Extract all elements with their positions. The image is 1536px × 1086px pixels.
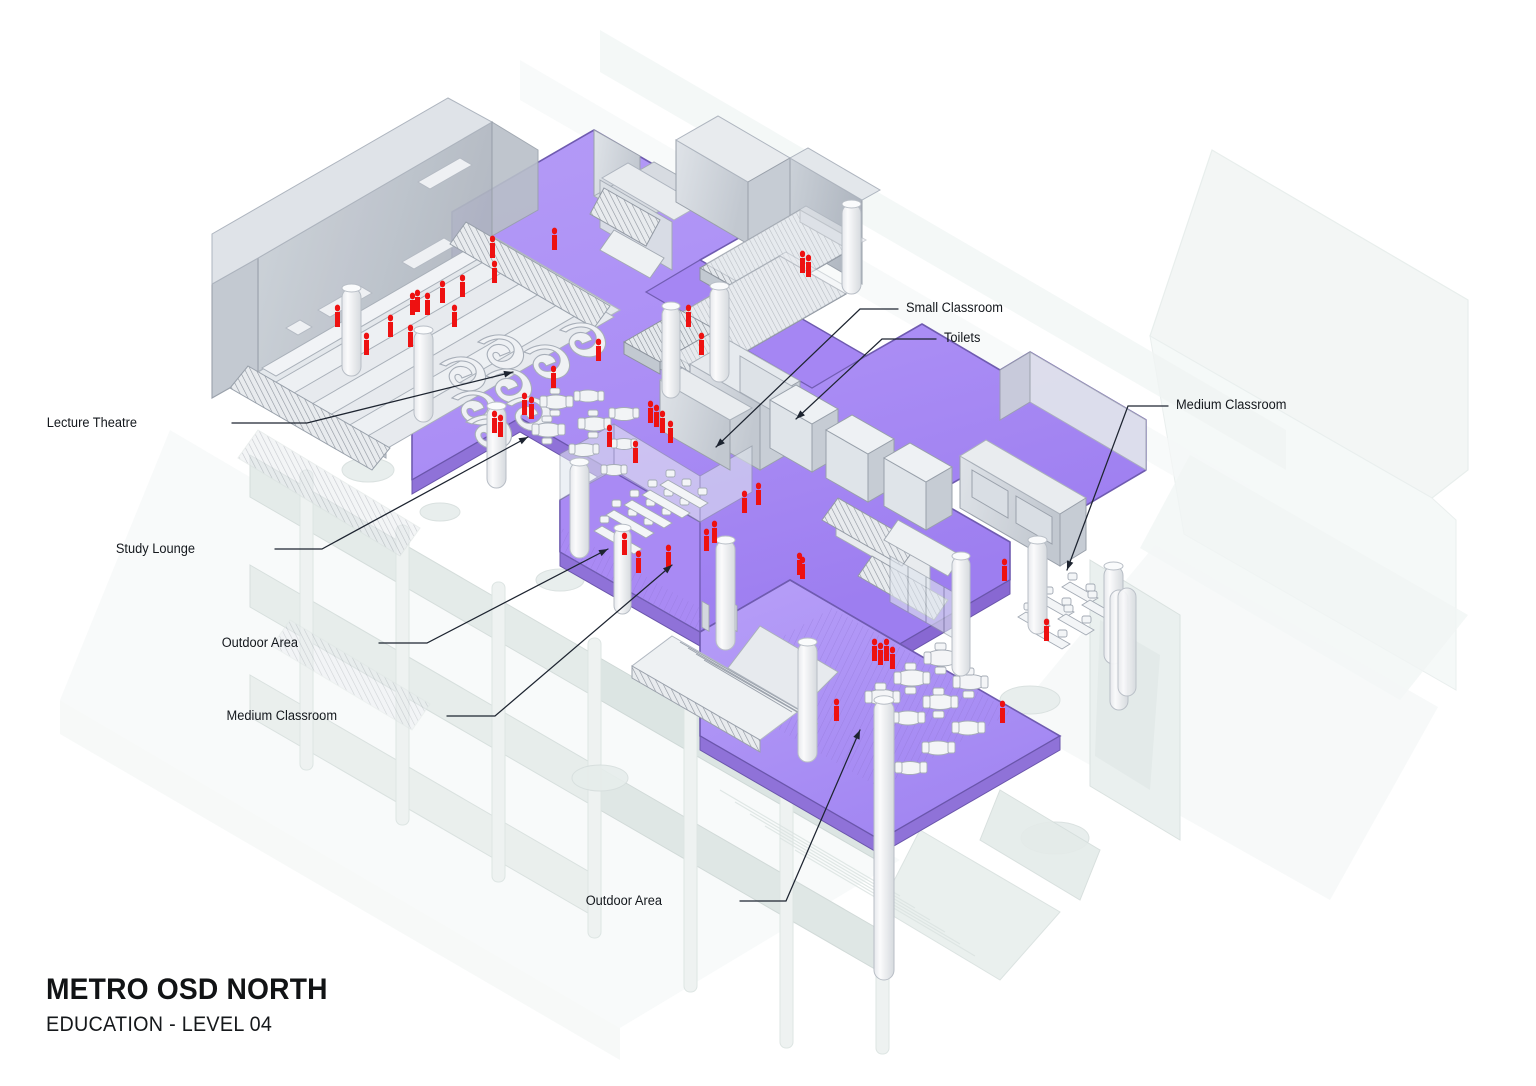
classroom-desk-rows-west: [593, 469, 709, 555]
annotation-label-small-classroom: Small Classroom: [906, 300, 1003, 315]
annotation-label-study-lounge: Study Lounge: [115, 541, 195, 556]
annotation-label-medium-classroom-right: Medium Classroom: [1176, 397, 1287, 412]
medium-classroom-right-walls: [889, 351, 1147, 643]
toilet-core: [768, 384, 954, 531]
annotation-leader-lines: [231, 308, 1169, 902]
leader-line-study-lounge: [274, 436, 529, 550]
leader-arrowhead-outdoor-area-bottom: [853, 730, 860, 740]
leader-arrowhead-small-classroom: [716, 438, 725, 447]
structural-columns: [341, 199, 1137, 981]
leader-arrowhead-medium-classroom-right: [1066, 560, 1074, 570]
leader-line-medium-classroom-right: [1066, 405, 1169, 571]
annotation-label-lecture-theatre: Lecture Theatre: [46, 415, 138, 430]
leader-line-outdoor-area-left: [378, 548, 609, 644]
annotation-label-toilets: Toilets: [944, 330, 981, 345]
project-title: METRO OSD NORTH: [46, 973, 328, 1006]
terrace-round-tables: [864, 642, 989, 775]
title-block: METRO OSD NORTH EDUCATION - LEVEL 04: [46, 973, 346, 1036]
occupancy-figures: [334, 227, 1050, 723]
annotation-label-outdoor-area-left: Outdoor Area: [221, 635, 298, 650]
leader-line-toilets: [795, 338, 937, 420]
leader-arrowhead-lecture-theatre: [503, 370, 513, 378]
leader-arrowhead-medium-classroom-left: [662, 565, 672, 574]
lounge-round-tables: [531, 387, 640, 476]
leader-arrowhead-outdoor-area-left: [598, 549, 608, 557]
sheet-subtitle: EDUCATION - LEVEL 04: [46, 1013, 273, 1036]
escalators: [622, 205, 868, 393]
leader-line-small-classroom: [715, 308, 899, 448]
leader-arrowhead-study-lounge: [518, 437, 528, 445]
annotation-label-outdoor-area-bottom: Outdoor Area: [585, 893, 662, 908]
leader-line-lecture-theatre: [231, 371, 514, 424]
leader-line-outdoor-area-bottom: [739, 729, 861, 902]
leader-arrowhead-toilets: [796, 410, 805, 419]
annotation-label-medium-classroom-left: Medium Classroom: [226, 708, 337, 723]
leader-line-medium-classroom-left: [446, 564, 673, 717]
